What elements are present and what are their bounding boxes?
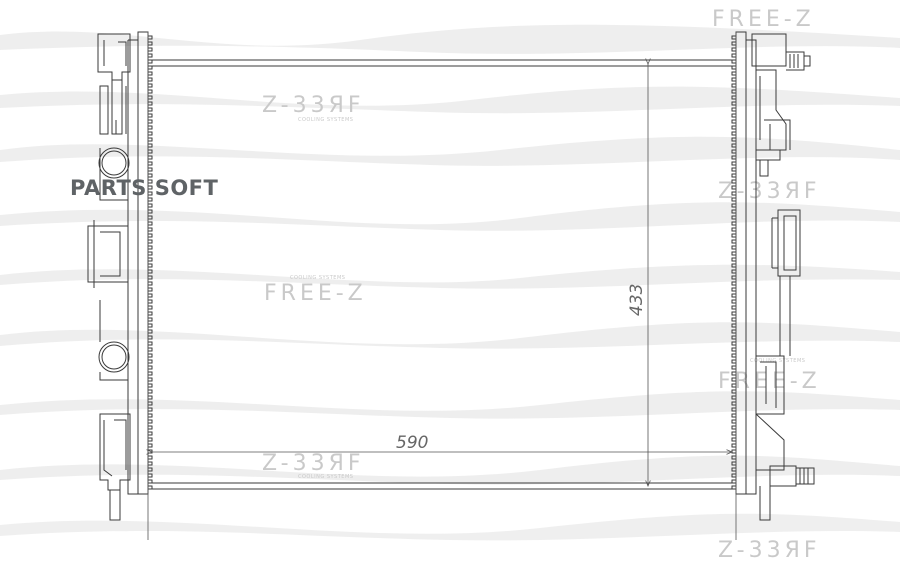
- watermark-tagline-1: COOLING SYSTEMS: [298, 117, 353, 123]
- watermark-brand-mirrored-1: Z-33ЯF: [262, 93, 365, 118]
- left-tank: [87, 31, 153, 521]
- watermark-tagline-4: COOLING SYSTEMS: [298, 474, 353, 480]
- right-tank: [731, 31, 815, 521]
- watermark-brand-top-right: FREE-Z: [712, 7, 815, 32]
- watermark-brand-mirrored-3: Z-33ЯF: [262, 451, 365, 476]
- parts-soft-label: PARTS SOFT: [70, 176, 219, 200]
- width-dimension-label: 590: [396, 433, 428, 453]
- watermark-tagline-2: COOLING SYSTEMS: [290, 275, 345, 281]
- watermark-brand-mirrored-4: Z-33ЯF: [718, 538, 821, 563]
- watermark-tagline-3: COOLING SYSTEMS: [750, 358, 805, 364]
- wave-background: [0, 24, 900, 541]
- dimension-lines: [148, 32, 737, 540]
- watermark-brand-center: FREE-Z: [264, 281, 367, 306]
- height-dimension-label: 433: [627, 284, 647, 316]
- radiator-core: [148, 59, 736, 490]
